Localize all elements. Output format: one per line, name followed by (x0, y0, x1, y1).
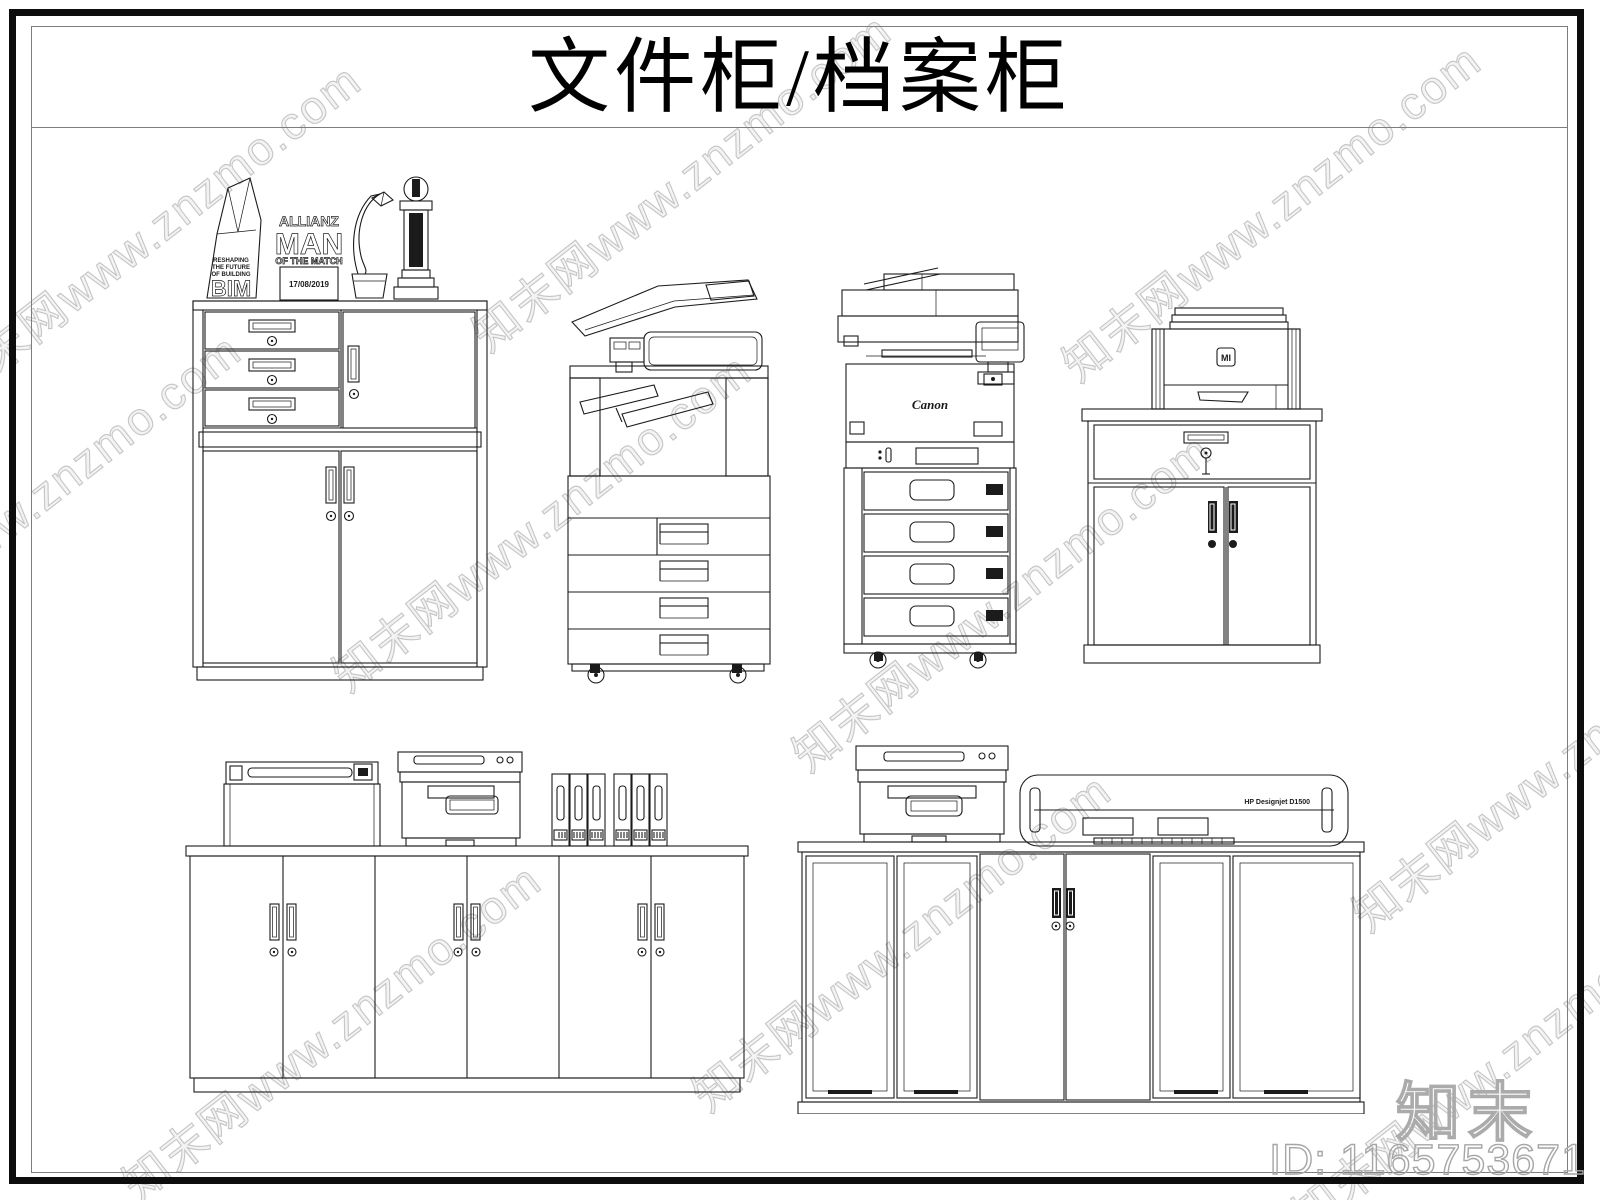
credenza-body (185, 845, 749, 1093)
svg-text:OF BUILDING: OF BUILDING (212, 272, 251, 278)
copier-top (571, 279, 763, 373)
drawing-canon-copier: Canon (837, 267, 1025, 669)
svg-text:RESHAPING: RESHAPING (213, 258, 249, 264)
canon-body: Canon (845, 363, 1015, 469)
drawing-credenza-six-doors (185, 751, 749, 1093)
casters (869, 651, 987, 669)
cabinet-body (192, 300, 488, 681)
door-handles-pair2 (453, 903, 481, 957)
file-holders (551, 773, 668, 847)
svg-text:Canon: Canon (912, 397, 948, 412)
drawing-drawer-cabinet-with-trophies: RESHAPING THE FUTURE OF BUILDING BIM ALL… (192, 176, 488, 681)
svg-text:HP Designjet D1500: HP Designjet D1500 (1244, 799, 1310, 806)
door-handles-pair1 (269, 903, 297, 957)
cabinet-body (797, 841, 1365, 1114)
drawer-3 (204, 389, 340, 427)
door-handles-pair3 (637, 903, 665, 957)
svg-text:OF THE MATCH: OF THE MATCH (275, 256, 342, 266)
trophy-allianz-man-of-the-match: ALLIANZ MAN OF THE MATCH 17/08/2019 (274, 213, 344, 301)
middle-doors (979, 853, 1151, 1101)
drawing-copier-on-casters (567, 279, 771, 684)
canon-top (837, 267, 1025, 385)
copier-mid (569, 365, 769, 477)
sheet-inner-frame (31, 26, 1568, 1173)
svg-text:BIM: BIM (211, 276, 251, 301)
page-title: 文件柜/档案柜 (528, 32, 1071, 123)
canon-pedestal (843, 467, 1017, 654)
upper-door (342, 311, 476, 429)
top-items: HP Designjet D1500 (855, 745, 1349, 847)
trophy-statue (351, 191, 394, 299)
lower-doors (202, 450, 478, 664)
flat-printer (223, 761, 381, 847)
trophy-column (393, 176, 439, 300)
drawing-cabinet-with-mi-printer: MI (1081, 307, 1323, 664)
drawing-cabinet-with-plotter: HP Designjet D1500 (797, 745, 1365, 1114)
framed-panel-3 (1152, 855, 1231, 1099)
mi-printer: MI (1151, 307, 1301, 410)
svg-text:MAN: MAN (275, 228, 343, 261)
znzmo-logo: 知末 (1395, 1076, 1540, 1150)
trophy-bim: RESHAPING THE FUTURE OF BUILDING BIM (206, 177, 262, 301)
title-separator (31, 127, 1568, 128)
svg-text:17/08/2019: 17/08/2019 (289, 280, 330, 289)
cabinet-body (1081, 408, 1323, 664)
double-doors (1093, 486, 1311, 646)
framed-panel-4 (1232, 855, 1361, 1099)
asset-id: ID: 1165753671 (1268, 1135, 1586, 1184)
svg-text:THE FUTURE: THE FUTURE (212, 265, 250, 271)
framed-panel-1 (805, 855, 895, 1099)
compact-copier (855, 745, 1009, 843)
svg-text:ALLIANZ: ALLIANZ (279, 213, 339, 229)
top-items (223, 751, 668, 847)
copier-drawers (567, 475, 771, 672)
svg-text:MI: MI (1221, 353, 1231, 363)
compact-copier (397, 751, 523, 847)
sheet-outer-border (9, 9, 1584, 1184)
framed-panel-2 (896, 855, 978, 1099)
top-drawer (1093, 424, 1311, 480)
control-panel (975, 321, 1025, 385)
drawer-1 (204, 311, 340, 350)
hp-plotter: HP Designjet D1500 (1019, 774, 1349, 847)
drawer-2 (204, 350, 340, 389)
casters (587, 664, 747, 684)
